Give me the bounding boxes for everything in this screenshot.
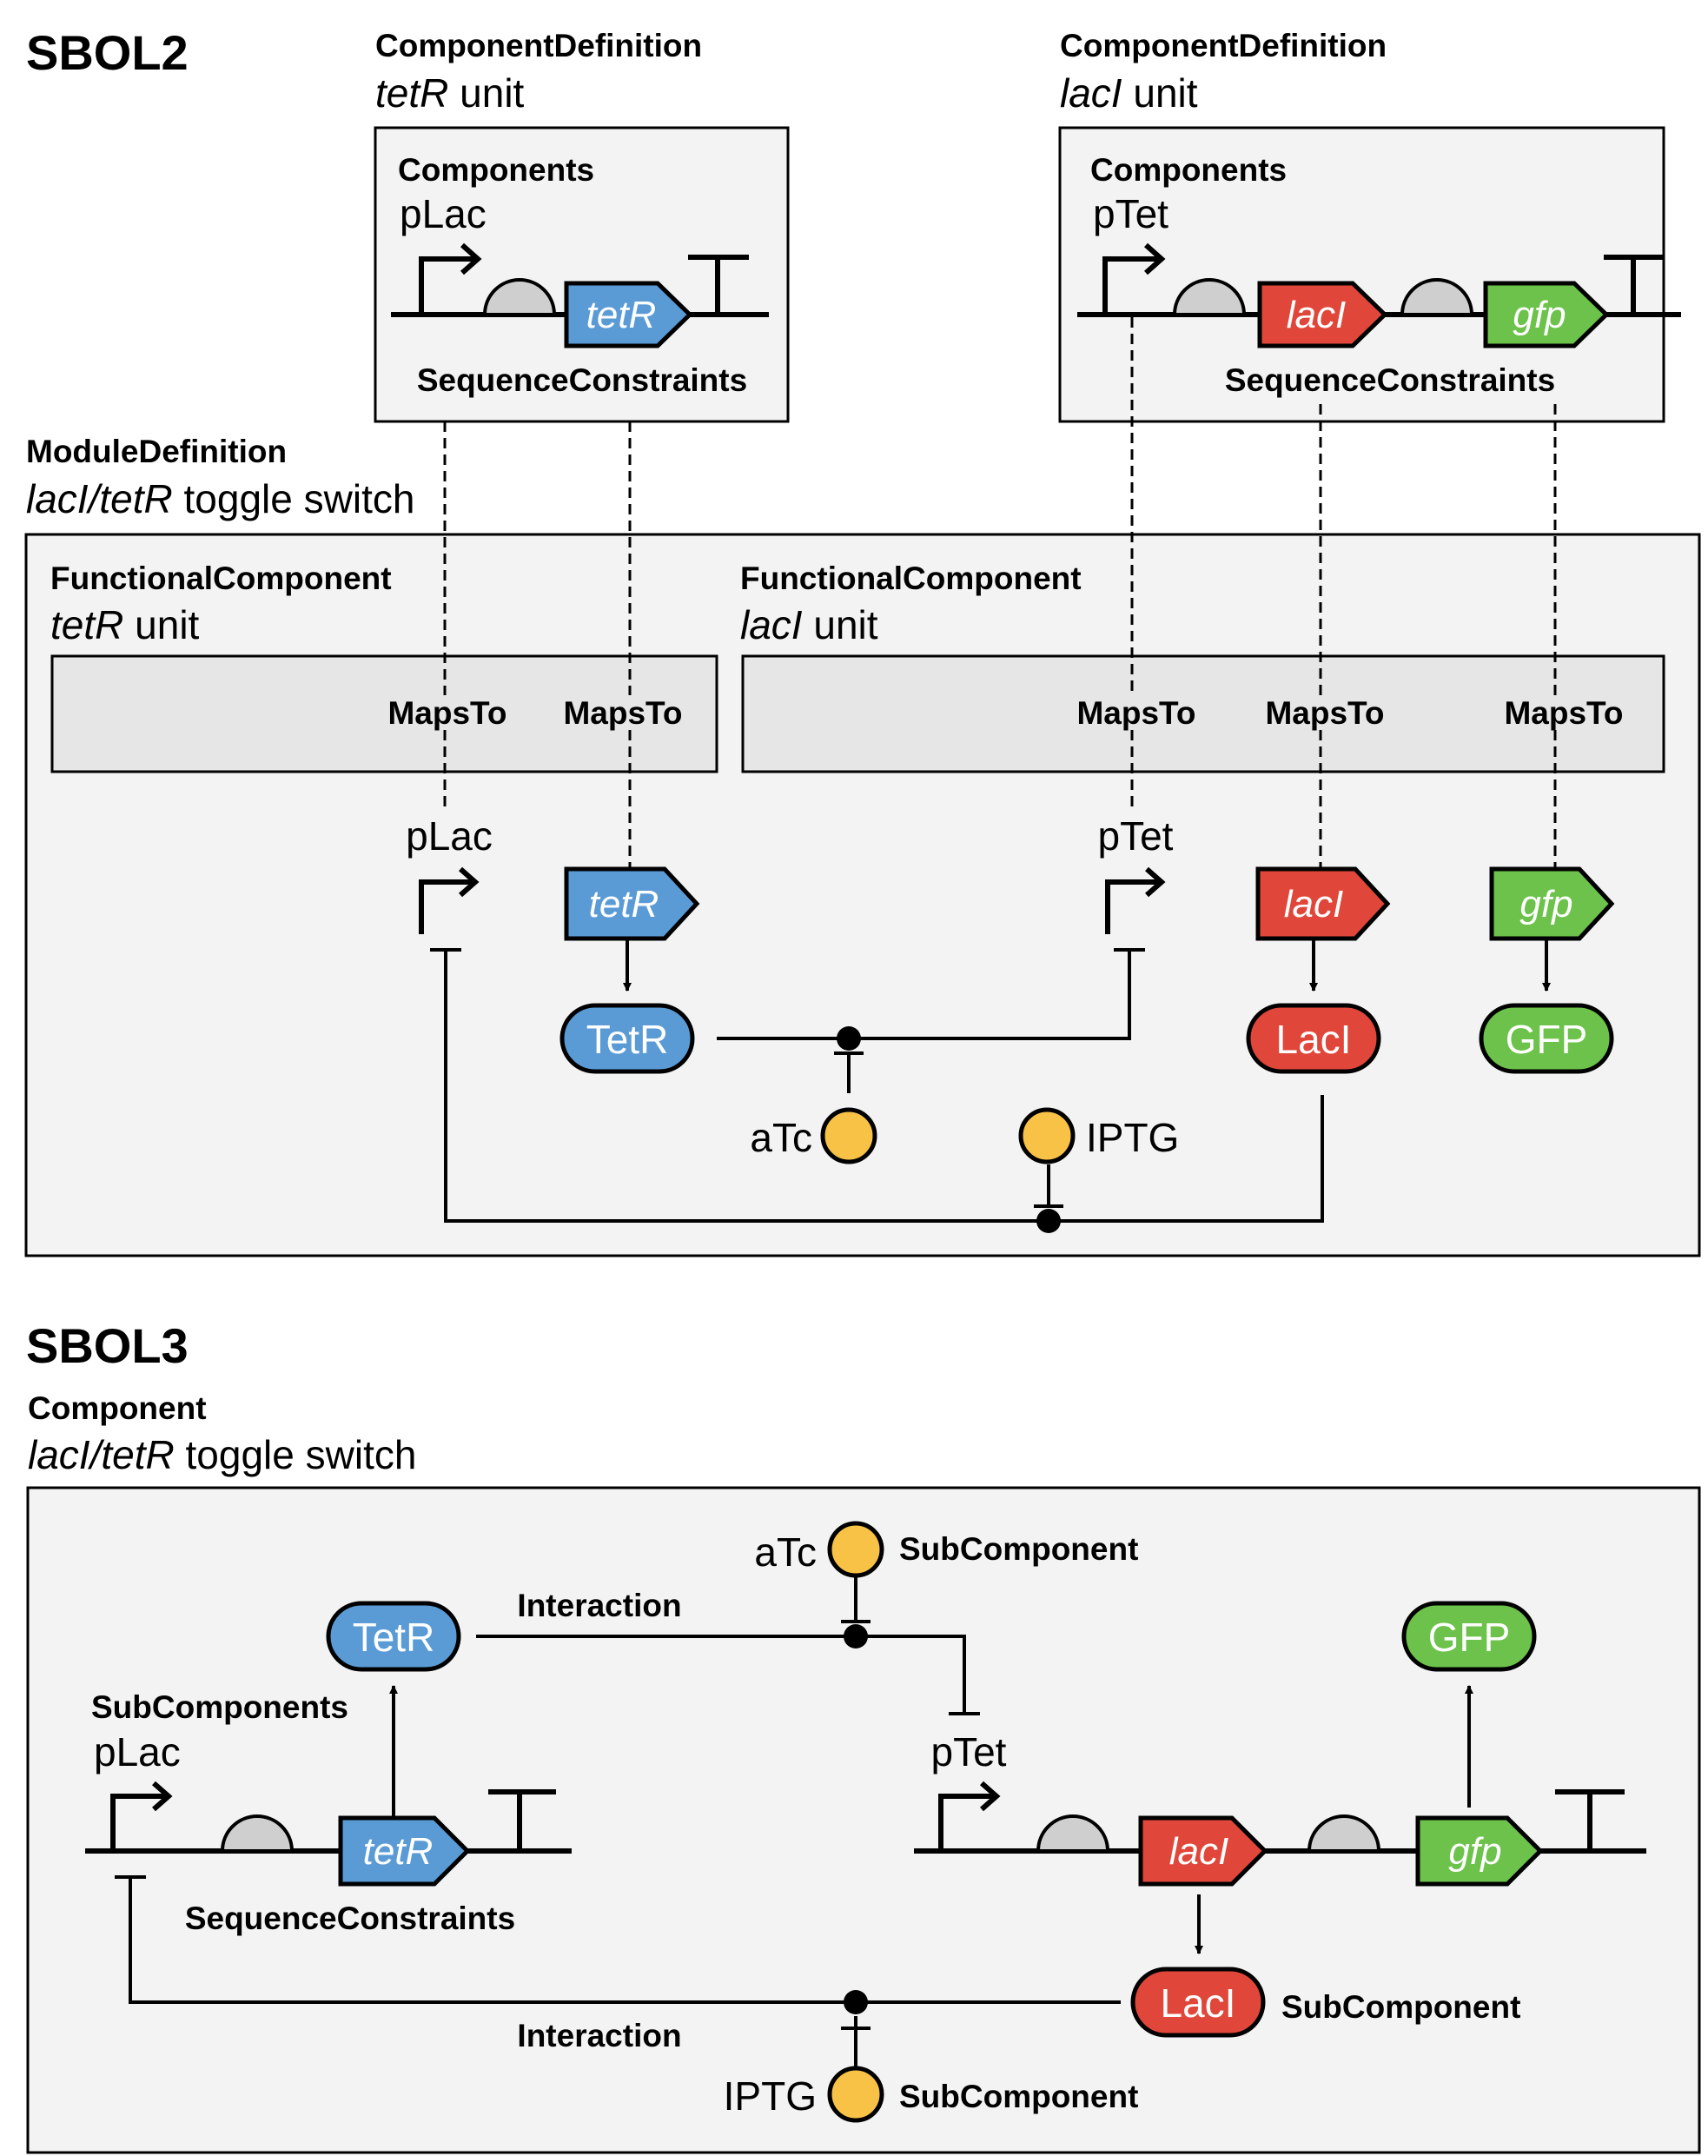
promoter-pLac-label: pLac [94, 1729, 181, 1775]
maps-to-label: MapsTo [1504, 695, 1623, 731]
small-molecule-IPTG [827, 2066, 884, 2123]
protein-LacI [1130, 1967, 1266, 2038]
maps-to-label: MapsTo [1076, 695, 1195, 731]
maps-to-label: MapsTo [387, 695, 506, 731]
protein-LacI-label: LacI [1276, 1017, 1352, 1062]
subcomponent-label: SubComponent [899, 1531, 1138, 1567]
interaction-label: Interaction [517, 1588, 681, 1623]
fc-tetR-box [50, 654, 718, 773]
protein-TetR-label: TetR [586, 1017, 669, 1062]
cd-tetR-name: tetR unit [375, 70, 525, 116]
sequence-constraints-label: SequenceConstraints [185, 1901, 515, 1936]
fc-lacI-box [741, 654, 1665, 773]
cds-gfp-label: gfp [1513, 294, 1566, 336]
cds-lacI-glyph [1257, 281, 1388, 348]
terminator-glyph [688, 255, 749, 315]
maps-to-lines [443, 317, 1557, 867]
fc-tetR-type: FunctionalComponent [50, 561, 392, 596]
cd-tetR-constraints-label: SequenceConstraints [417, 362, 747, 398]
promoter-pLac-label: pLac [406, 813, 493, 859]
fc-lacI-type: FunctionalComponent [740, 561, 1082, 596]
cd-lacI-promoter-label: pTet [1093, 191, 1168, 236]
maps-to-label: MapsTo [563, 695, 682, 731]
cd-lacI-constraints-label: SequenceConstraints [1225, 362, 1555, 398]
cd-tetR-components-label: Components [398, 152, 594, 188]
subcomponent-label: SubComponent [1281, 1989, 1520, 2025]
tetR-repression-interaction [476, 1577, 980, 1715]
cds-tetR-label: tetR [589, 883, 659, 925]
component-name: lacI/tetR toggle switch [28, 1432, 416, 1477]
small-molecule-aTc-label: aTc [754, 1529, 817, 1575]
cds-gfp-label: gfp [1448, 1830, 1501, 1873]
cds-gfp-label: gfp [1519, 883, 1572, 925]
lacI-repression-interaction [430, 948, 1324, 1233]
maps-to-label: MapsTo [1265, 695, 1384, 731]
cds-lacI-label: lacI [1287, 294, 1346, 336]
cds-tetR-label: tetR [586, 294, 657, 336]
pLac-construct [85, 1781, 572, 1887]
cds-tetR-glyph [564, 866, 700, 941]
small-molecule-IPTG-label: IPTG [724, 2073, 817, 2119]
protein-LacI [1246, 1003, 1381, 1074]
lacI-repression-interaction [115, 1875, 1121, 2068]
protein-TetR [326, 1601, 461, 1672]
cd-tetR-promoter-label: pLac [400, 191, 487, 236]
cd-lacI-type: ComponentDefinition [1060, 28, 1387, 63]
cd-tetR-type: ComponentDefinition [375, 28, 702, 63]
sbol3-heading: SBOL3 [26, 1318, 189, 1373]
rbs-glyph [482, 278, 557, 316]
sbol2-heading: SBOL2 [26, 25, 189, 80]
promoter-pTet-label: pTet [1098, 813, 1174, 859]
subcomponents-label: SubComponents [91, 1689, 348, 1725]
small-molecule-aTc-label: aTc [750, 1115, 812, 1160]
module-type: ModuleDefinition [26, 434, 287, 469]
protein-GFP [1479, 1003, 1614, 1074]
fc-tetR-name: tetR unit [50, 602, 200, 647]
promoter-pTet-label: pTet [931, 1729, 1007, 1775]
fc-lacI-name: lacI unit [740, 602, 878, 647]
module-name: lacI/tetR toggle switch [26, 476, 414, 521]
pTet-construct [914, 1781, 1646, 1887]
protein-GFP-label: GFP [1506, 1017, 1588, 1062]
cd-lacI-construct: lacI gfp [1077, 242, 1681, 348]
protein-GFP [1401, 1601, 1537, 1672]
cds-lacI-label: lacI [1169, 1830, 1228, 1873]
cds-tetR-glyph [564, 281, 693, 348]
promoter-glyph [419, 256, 476, 315]
small-molecule-IPTG-label: IPTG [1086, 1115, 1179, 1160]
subcomponent-label: SubComponent [899, 2079, 1138, 2114]
promoter-pLac-glyph [419, 866, 480, 934]
cd-lacI-box [1058, 126, 1665, 423]
cd-lacI-components-label: Components [1090, 152, 1287, 188]
promoter-pTet-glyph [1105, 866, 1166, 934]
cds-lacI-glyph [1255, 866, 1391, 941]
rbs-glyph [1400, 278, 1474, 316]
cds-tetR-glyph [338, 1815, 471, 1887]
cd-tetR-construct: tetR [391, 242, 769, 348]
cds-lacI-glyph [1138, 1815, 1268, 1887]
promoter-glyph [1102, 256, 1160, 315]
interaction-label: Interaction [517, 2018, 681, 2053]
small-molecule-aTc [820, 1107, 877, 1164]
small-molecule-IPTG [1018, 1107, 1076, 1164]
cds-gfp-glyph [1415, 1815, 1544, 1887]
cds-gfp-glyph [1483, 281, 1610, 348]
terminator-glyph [1604, 255, 1665, 315]
tetR-repression-interaction [717, 948, 1145, 1093]
cds-tetR-label: tetR [363, 1830, 434, 1873]
small-molecule-aTc [827, 1521, 884, 1578]
cd-lacI-name: lacI unit [1060, 70, 1198, 116]
protein-GFP-label: GFP [1428, 1615, 1511, 1660]
component-type: Component [28, 1390, 207, 1426]
protein-LacI-label: LacI [1161, 1980, 1236, 2026]
protein-TetR [559, 1003, 695, 1074]
rbs-glyph [1172, 278, 1247, 316]
protein-TetR-label: TetR [353, 1615, 435, 1660]
cds-gfp-glyph [1489, 866, 1615, 941]
cds-lacI-label: lacI [1284, 883, 1343, 925]
